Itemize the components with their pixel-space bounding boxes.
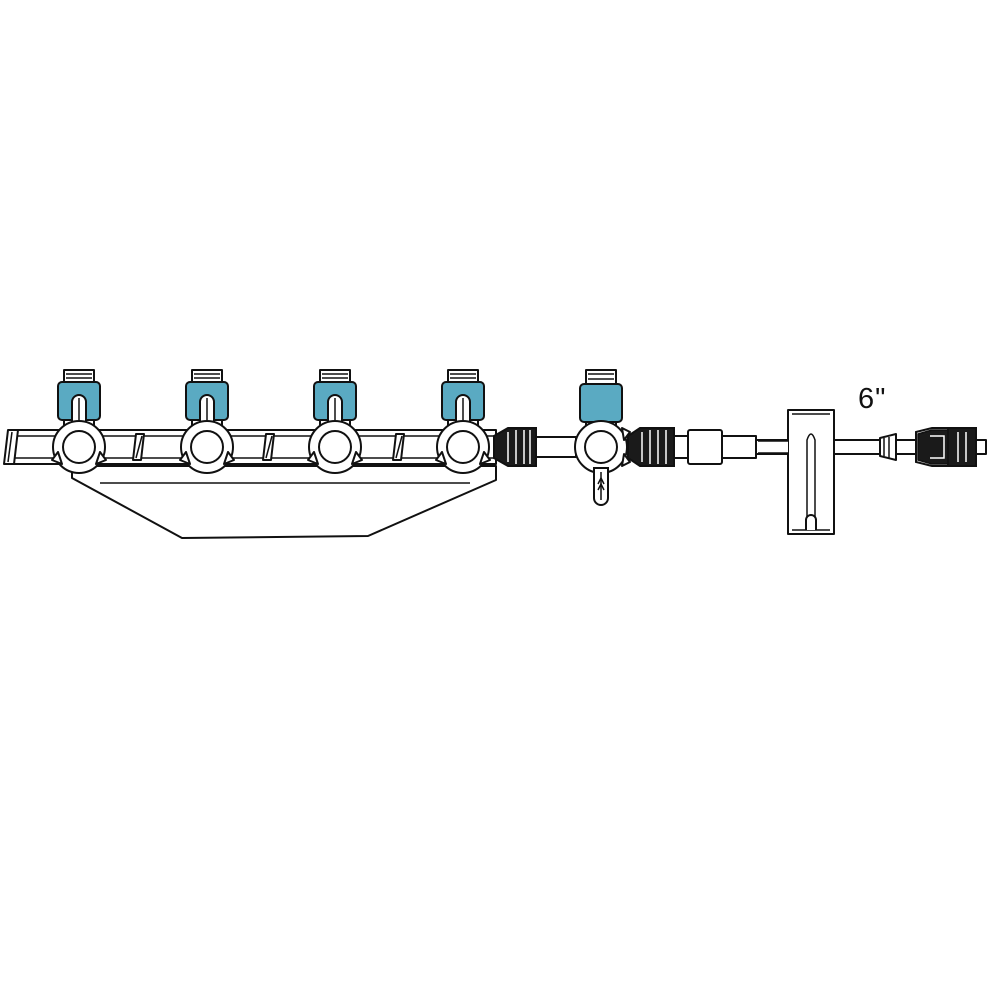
manifold-base-plate xyxy=(71,465,497,539)
inline-stopcock[interactable] xyxy=(574,369,631,506)
slide-clamp[interactable] xyxy=(758,409,835,535)
rotating-luer-connector-1 xyxy=(493,427,537,467)
stopcock-3[interactable] xyxy=(307,369,363,474)
male-luer-end[interactable] xyxy=(879,427,987,467)
manifold-separators xyxy=(132,433,405,461)
stopcock-1[interactable] xyxy=(51,369,107,474)
rotating-luer-connector-2 xyxy=(627,427,675,467)
tube-adapter xyxy=(673,429,757,465)
inline-cap xyxy=(579,383,623,423)
stopcock-2[interactable] xyxy=(179,369,235,474)
stopcock-4[interactable] xyxy=(435,369,491,474)
tube-segment-1 xyxy=(535,436,577,458)
tubing-length-label: 6" xyxy=(858,383,887,415)
